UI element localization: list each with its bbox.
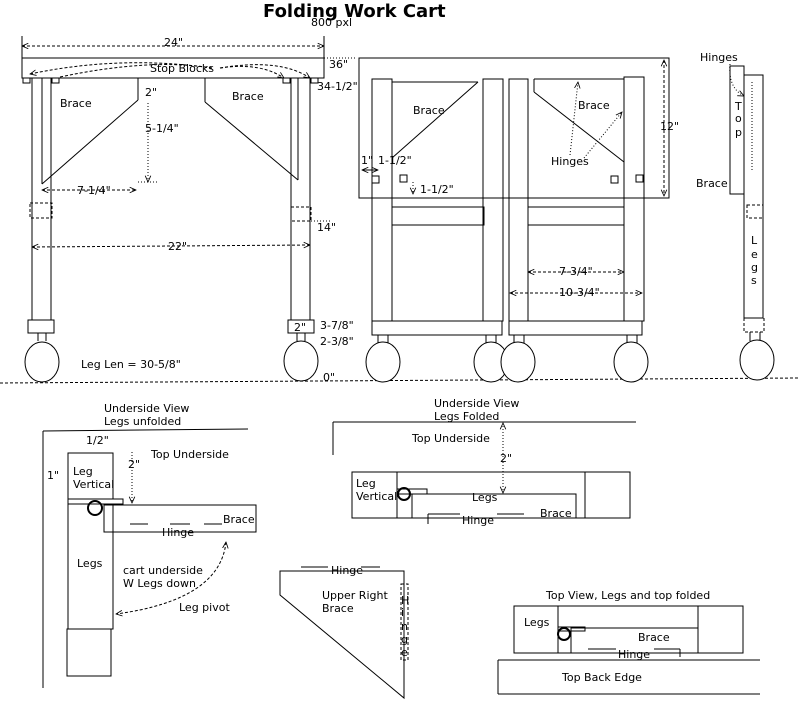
side-dim-7-3-4: 7-3/4" <box>559 265 593 278</box>
underside-folded-view: Underside View Legs Folded Top Underside… <box>332 397 636 527</box>
unfolded-note-1: cart underside <box>123 564 203 577</box>
folded-top-letter-1: T <box>734 100 742 113</box>
side-hinges-label: Hinges <box>551 155 589 168</box>
unfolded-dim-half: 1/2" <box>86 434 109 447</box>
folded-under-leg-vertical-2: Vertical <box>356 490 397 503</box>
front-right-leg <box>290 77 311 321</box>
folded-legs-board <box>743 74 764 319</box>
folded-legs-letter-1: L <box>751 234 758 247</box>
side-view: Brace 1" 1-1/2" 1-1/2" Brace Hinges 12" … <box>358 57 679 383</box>
side-right-brace-label: Brace <box>578 99 610 112</box>
drawing-title: Folding Work Cart <box>263 1 446 22</box>
side-dim-1-1-2-a: 1-1/2" <box>378 154 412 167</box>
width-dimension: 24" <box>164 36 183 49</box>
brace-vertical-hinge-3: n <box>401 620 408 633</box>
cart-top <box>21 57 325 79</box>
upper-right-brace-shape <box>279 570 405 700</box>
folded-under-dim-2: 2" <box>500 452 512 465</box>
dim-22: 22" <box>168 240 187 253</box>
folded-under-hinge-label: Hinge <box>462 514 494 527</box>
front-left-brace-label: Brace <box>60 97 92 110</box>
floor-line <box>0 377 799 384</box>
folded-under-leg-vertical-1: Leg <box>356 477 376 490</box>
floor-0: 0" <box>323 371 335 384</box>
unfolded-brace-label: Brace <box>223 513 255 526</box>
folded-under-legs-label: Legs <box>472 491 498 504</box>
folded-hinges-label: Hinges <box>700 51 738 64</box>
folded-legs-letter-4: s <box>751 274 757 287</box>
folded-legs-letter-3: g <box>751 261 758 274</box>
front-view: 24" Stop Blocks 36" 34-1/2" Brace Brace … <box>22 36 358 384</box>
folded-under-brace-label: Brace <box>540 507 572 520</box>
canvas-size-note: 800 pxl <box>311 16 352 29</box>
brace-vertical-hinge-4: g <box>401 633 408 646</box>
top-view-legs-label: Legs <box>524 616 550 629</box>
folded-under-title-2: Legs Folded <box>434 410 499 423</box>
unfolded-leg-vertical-2: Vertical <box>73 478 114 491</box>
top-view-brace-label: Brace <box>638 631 670 644</box>
side-top-outline <box>358 57 670 199</box>
side-dim-12: 12" <box>660 120 679 133</box>
unfolded-legs-label: Legs <box>77 557 103 570</box>
folded-side-view: Hinges T o p Brace L e g s <box>696 51 775 381</box>
leg-pivot-pin-1 <box>87 500 103 516</box>
unfolded-leg-pivot: Leg pivot <box>179 601 230 614</box>
upper-right-brace-view: Hinge Upper Right Brace H i n g e <box>279 564 409 700</box>
foot-2: 2" <box>294 321 306 334</box>
folded-legs-letter-2: e <box>751 248 758 261</box>
unfolded-title-1: Underside View <box>104 402 189 415</box>
folded-top-letter-2: o <box>735 112 742 125</box>
unfolded-title-2: Legs unfolded <box>104 415 181 428</box>
folded-brace-label: Brace <box>696 177 728 190</box>
dim-14: 14" <box>317 221 336 234</box>
top-view-folded: Top View, Legs and top folded Legs Brace… <box>497 589 760 695</box>
folded-under-title-1: Underside View <box>434 397 519 410</box>
top-view-back-edge: Top Back Edge <box>561 671 642 684</box>
side-dim-1-1-2-b: 1-1/2" <box>420 183 454 196</box>
front-right-brace-label: Brace <box>232 90 264 103</box>
front-left-wheel <box>24 341 60 383</box>
front-right-wheel <box>283 340 319 382</box>
dim-3-7-8: 3-7/8" <box>320 319 354 332</box>
unfolded-hinge-label: Hinge <box>162 526 194 539</box>
brace-label-1: Upper Right <box>322 589 388 602</box>
height-34-1-2: 34-1/2" <box>317 80 358 93</box>
side-dim-1: 1" <box>361 154 373 167</box>
unfolded-note-2: W Legs down <box>123 577 196 590</box>
leg-pivot-pin-2 <box>397 487 411 501</box>
leg-pivot-pin-3 <box>557 627 571 641</box>
underside-unfolded-view: Underside View Legs unfolded 1/2" 1" Leg… <box>42 402 257 688</box>
brace-vertical-hinge-5: e <box>401 646 408 659</box>
top-view-hinge-label: Hinge <box>618 648 650 661</box>
side-left-brace-label: Brace <box>413 104 445 117</box>
dim-7-1-4: 7-1/4" <box>77 184 111 197</box>
dim-5-1-4: 5-1/4" <box>145 122 179 135</box>
brace-vertical-hinge-2: i <box>401 606 404 619</box>
unfolded-dim-1: 1" <box>47 469 59 482</box>
height-36: 36" <box>329 58 348 71</box>
top-view-title: Top View, Legs and top folded <box>545 589 710 602</box>
dim-2-3-8: 2-3/8" <box>320 335 354 348</box>
unfolded-leg-vertical-1: Leg <box>73 465 93 478</box>
side-dim-10-3-4: 10-3/4" <box>559 286 600 299</box>
unfolded-top-underside: Top Underside <box>150 448 229 461</box>
dim-2-brace: 2" <box>145 86 157 99</box>
brace-label-2: Brace <box>322 602 354 615</box>
unfolded-dim-2: 2" <box>128 458 140 471</box>
folded-under-top-underside: Top Underside <box>411 432 490 445</box>
folded-top-letter-3: p <box>735 126 742 139</box>
brace-vertical-hinge-1: H <box>401 594 409 607</box>
leg-length-label: Leg Len = 30-5/8" <box>81 358 181 371</box>
stop-blocks-label: Stop Blocks <box>150 62 214 75</box>
